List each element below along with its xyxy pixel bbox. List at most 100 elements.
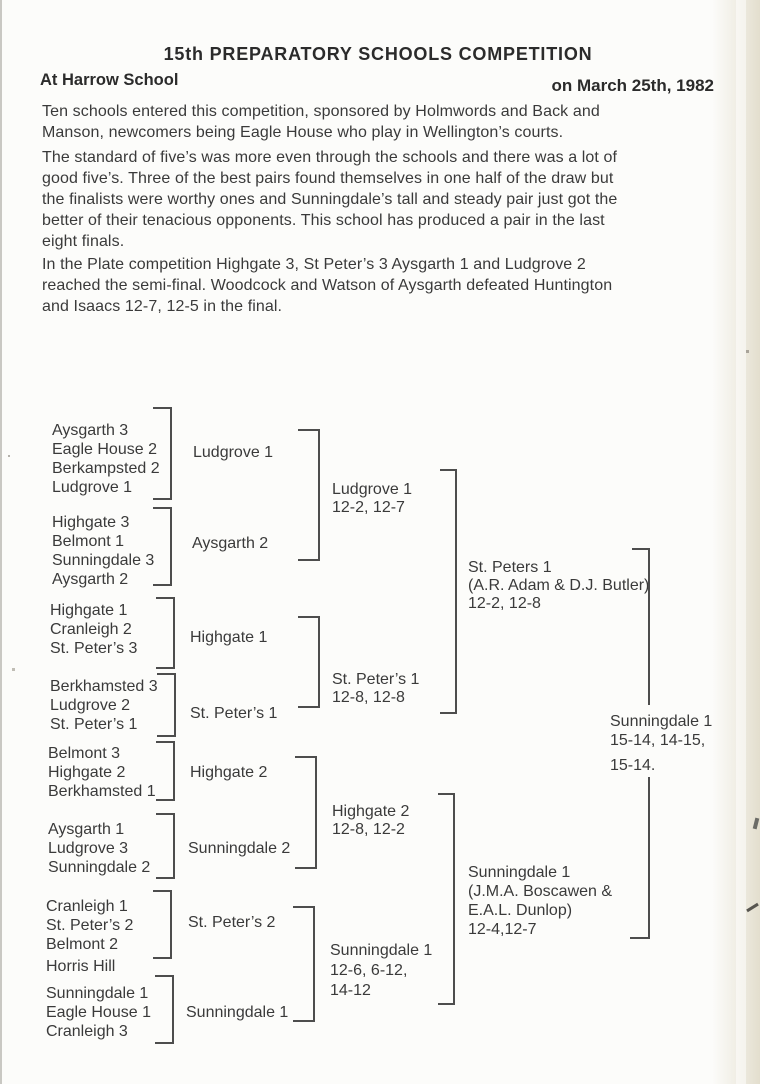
paragraph-line: good five’s. Three of the best pairs fou… [42,170,614,187]
match-score: 12-8, 12-8 [332,689,405,706]
semifinal-result: St. Peters 1 (A.R. Adam & D.J. Butler) 1… [468,559,649,613]
bracket-team: Eagle House 2 [52,441,157,458]
scan-speck [12,668,15,671]
winner-name: Ludgrove 1 [332,481,413,498]
bracket-team: Aysgarth 3 [52,422,129,439]
bracket-team: Sunningdale 2 [48,859,151,876]
bye-team: Horris Hill [46,958,116,975]
bracket-connector [630,777,650,939]
bracket-connector [157,673,176,737]
paragraph-line: the finalists were worthy ones and Sunni… [42,191,618,208]
round1-winner: St. Peter’s 2 [188,914,276,931]
intro-paragraph-3: In the Plate competition Highgate 3, St … [42,254,612,317]
match-score: 15-14. [610,757,656,774]
quarterfinal-result: Ludgrove 1 12-2, 12-7 [332,481,412,517]
bracket-team: Highgate 1 [50,602,128,619]
bracket-team: Cranleigh 3 [46,1023,128,1040]
round1-winner: Highgate 2 [190,764,268,781]
scan-speck [746,350,749,353]
group-2-teams: Highgate 3 Belmont 1 Sunningdale 3 Aysga… [52,513,154,589]
bracket-team: Belmont 3 [48,745,121,762]
bracket-team: Berkhamsted 1 [48,783,156,800]
round1-winner: Sunningdale 2 [188,840,291,857]
group-7-teams: Cranleigh 1 St. Peter’s 2 Belmont 2 [46,897,133,954]
intro-paragraph-1: Ten schools entered this competition, sp… [42,101,600,143]
bracket-connector [298,429,320,561]
match-score: 12-2, 12-7 [332,499,405,516]
group-3-teams: Highgate 1 Cranleigh 2 St. Peter’s 3 [50,601,137,658]
semifinal-result: Sunningdale 1 (J.M.A. Boscawen & E.A.L. … [468,863,612,939]
bracket-connector [632,548,650,705]
match-score: 12-8, 12-2 [332,821,405,838]
bracket-connector [153,890,172,959]
quarterfinal-result: Highgate 2 12-8, 12-2 [332,803,409,839]
winner-pair: E.A.L. Dunlop) [468,902,573,919]
bracket-team: Ludgrove 1 [52,479,133,496]
bracket-connector [156,813,175,879]
paragraph-line: better of their tenacious opponents. Thi… [42,212,605,229]
bracket-connector [153,407,172,500]
final-result: Sunningdale 1 15-14, 14-15, 15-14. [610,712,712,775]
scan-edge-line [0,0,2,1084]
subtitle-location: At Harrow School [40,71,179,89]
bracket-team: Cranleigh 2 [50,621,132,638]
bracket-team: Ludgrove 3 [48,840,129,857]
bracket-connector [440,469,457,714]
bracket-team: St. Peter’s 2 [46,917,134,934]
match-score: 12-6, 6-12, [330,962,408,979]
paragraph-line: Ten schools entered this competition, sp… [42,103,600,120]
bracket-team: Cranleigh 1 [46,898,128,915]
bracket-team: Berkhamsted 3 [50,678,158,695]
bracket-connector [156,597,175,669]
bracket-team: Belmont 2 [46,936,119,953]
paragraph-line: and Isaacs 12-7, 12-5 in the final. [42,298,283,315]
bracket-team: Sunningdale 3 [52,552,155,569]
bracket-team: Aysgarth 1 [48,821,125,838]
quarterfinal-result: Sunningdale 1 12-6, 6-12, 14-12 [330,941,432,1001]
scan-speck [8,455,10,457]
winner-name: Sunningdale 1 [468,864,571,881]
bracket-team: Ludgrove 2 [50,697,131,714]
winner-pair: (A.R. Adam & D.J. Butler) [468,577,650,594]
bracket-connector [295,756,317,869]
bracket-team: Sunningdale 1 [46,985,149,1002]
winner-name: St. Peters 1 [468,559,552,576]
quarterfinal-result: St. Peter’s 1 12-8, 12-8 [332,671,419,707]
match-score: 12-2, 12-8 [468,595,541,612]
paragraph-line: The standard of five’s was more even thr… [42,149,618,166]
bracket-connector [298,616,320,708]
winner-name: Highgate 2 [332,803,410,820]
bracket-team: Eagle House 1 [46,1004,151,1021]
group-4-teams: Berkhamsted 3 Ludgrove 2 St. Peter’s 1 [50,677,158,734]
bracket-connector [155,975,174,1044]
round1-winner: Highgate 1 [190,629,268,646]
bracket-team: Highgate 2 [48,764,126,781]
paragraph-line: reached the semi-final. Woodcock and Wat… [42,277,613,294]
round1-winner: Ludgrove 1 [193,444,274,461]
group-5-teams: Belmont 3 Highgate 2 Berkhamsted 1 [48,744,156,801]
page-title: 15th PREPARATORY SCHOOLS COMPETITION [163,44,593,64]
group-6-teams: Aysgarth 1 Ludgrove 3 Sunningdale 2 [48,820,150,877]
paragraph-line: In the Plate competition Highgate 3, St … [42,256,586,273]
intro-paragraph-2: The standard of five’s was more even thr… [42,147,617,252]
match-score: 15-14, 14-15, [610,732,706,749]
round1-winner: St. Peter’s 1 [190,705,278,722]
bracket-team: Highgate 3 [52,514,130,531]
winner-pair: (J.M.A. Boscawen & [468,883,613,900]
bracket-team: Belmont 1 [52,533,125,550]
match-score: 14-12 [330,982,371,999]
match-score: 12-4,12-7 [468,921,537,938]
bracket-team: Aysgarth 2 [52,571,129,588]
champion-name: Sunningdale 1 [610,713,713,730]
bracket-team: St. Peter’s 1 [50,716,138,733]
round1-winner: Aysgarth 2 [192,535,269,552]
bracket-connector [156,741,175,801]
group-8-teams: Sunningdale 1 Eagle House 1 Cranleigh 3 [46,984,151,1041]
bracket-connector [153,507,172,586]
subtitle-date: on March 25th, 1982 [551,76,714,95]
paragraph-line: eight finals. [42,233,125,250]
bracket-connector [293,906,315,1022]
bracket-team: Berkampsted 2 [52,460,160,477]
paragraph-line: Manson, newcomers being Eagle House who … [42,124,564,141]
